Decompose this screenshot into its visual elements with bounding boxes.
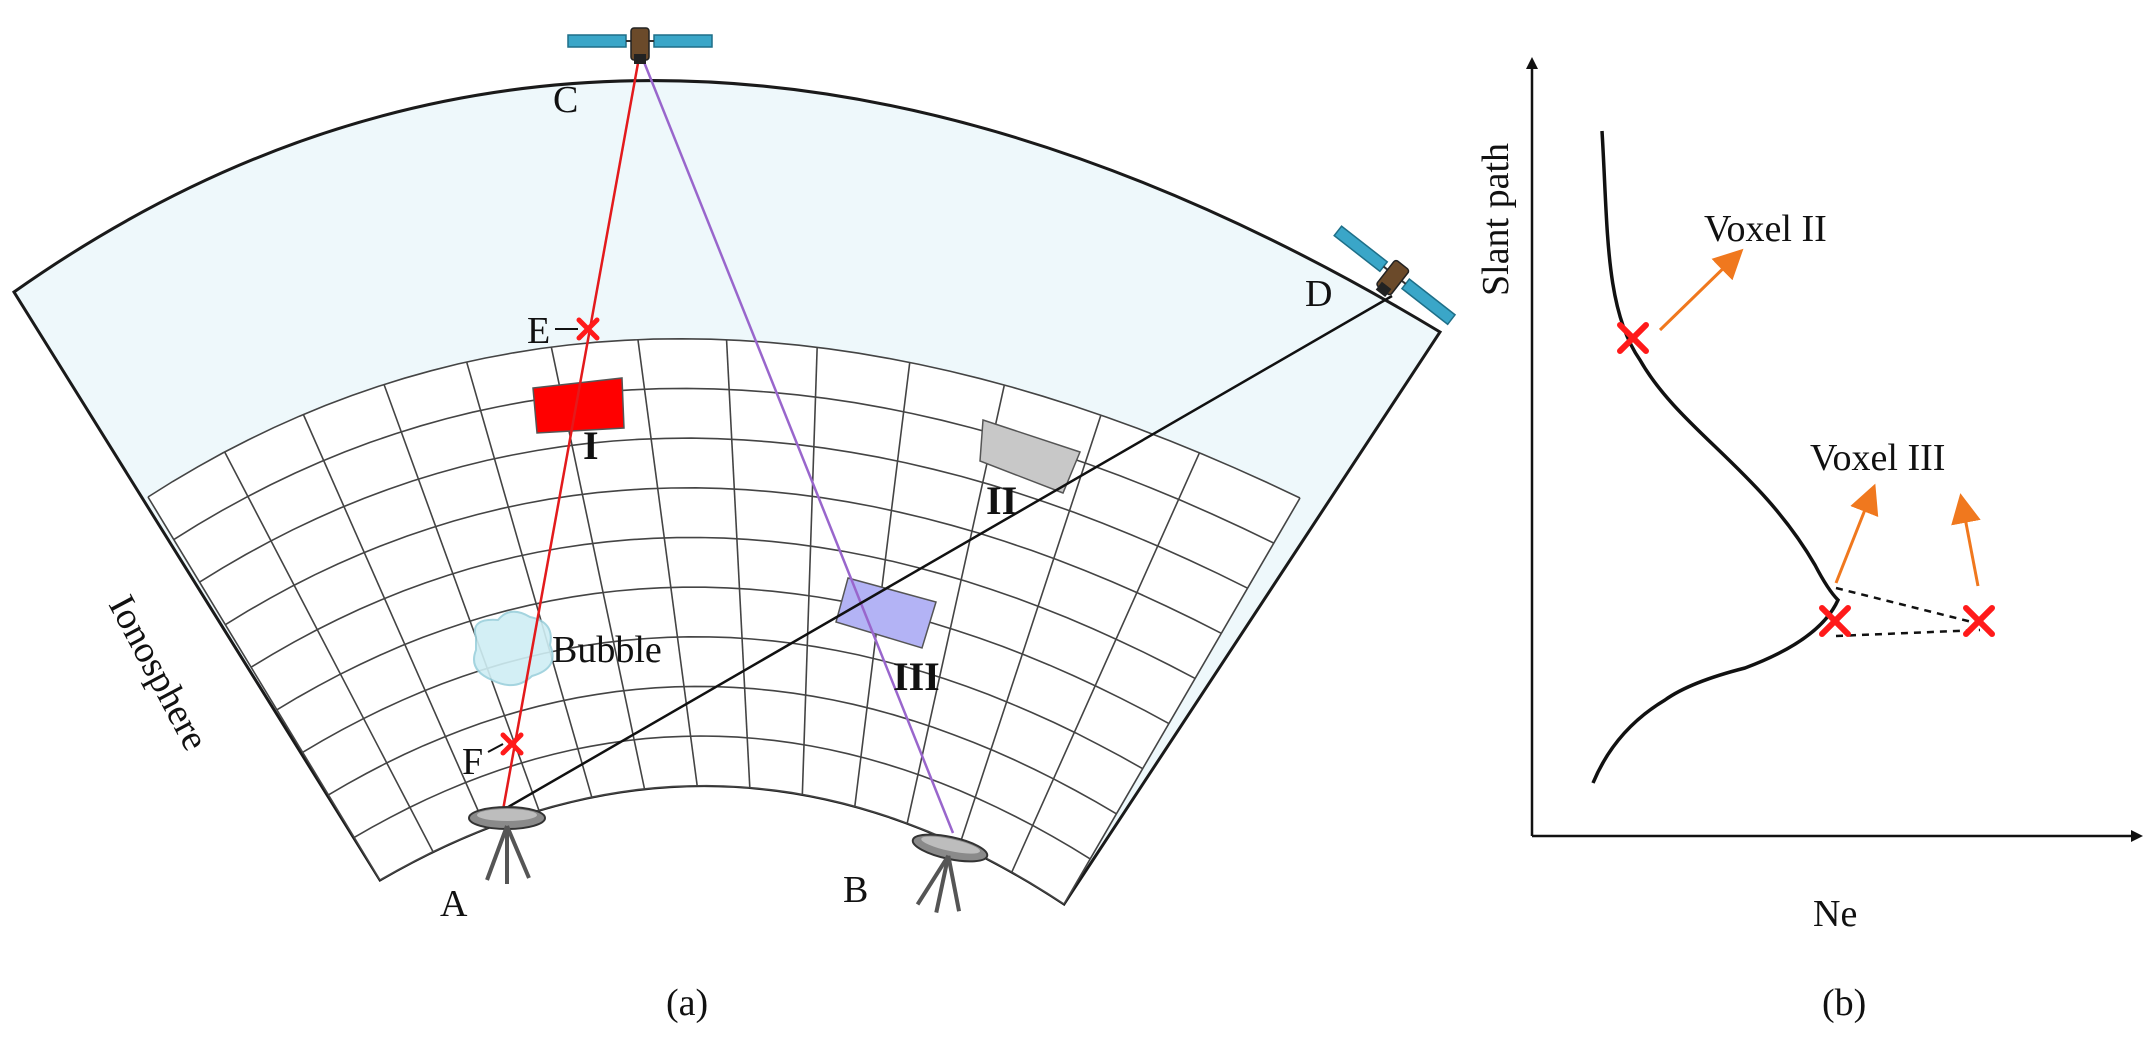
- voxel-I: [532, 377, 625, 434]
- grid-radial-line: [223, 451, 434, 853]
- satellite-D-icon: [1333, 225, 1457, 326]
- caption-b: (b): [1822, 982, 1866, 1024]
- voxel-label-I: I: [583, 423, 599, 468]
- grid-radial-line: [302, 414, 487, 829]
- caption-a: (a): [666, 982, 708, 1024]
- grid-arc: [302, 635, 1144, 770]
- point-label-F: F: [462, 741, 483, 783]
- grid-arc: [199, 437, 1248, 589]
- grid-radial-line: [1011, 452, 1201, 873]
- grid-radial-line: [637, 339, 698, 786]
- grid-radial-line: [465, 361, 593, 798]
- bubble-label: Bubble: [552, 629, 662, 671]
- arrow-voxel-III-b: [1951, 493, 1981, 587]
- grid-arc: [250, 536, 1196, 680]
- voxel-label-II: II: [986, 478, 1017, 523]
- marker-voxel-III-b: [1963, 605, 1995, 637]
- marker-F: [500, 732, 524, 756]
- grid-radial-line: [958, 414, 1102, 846]
- grid-radial-line: [801, 347, 818, 795]
- grid-arc: [353, 735, 1091, 860]
- receiver-B-icon: [911, 833, 989, 913]
- arrow-voxel-II: [1658, 248, 1744, 332]
- point-label-D: D: [1305, 273, 1332, 315]
- dashed-link-lower: [1835, 628, 1981, 638]
- grid-radial-line: [383, 384, 540, 811]
- voxel-III: [835, 577, 937, 649]
- grid-radial-line: [725, 339, 751, 788]
- x-axis-label: Ne: [1813, 893, 1857, 935]
- leader-F: [487, 743, 504, 753]
- annotation-voxel-III: Voxel III: [1810, 437, 1945, 479]
- annotation-voxel-II: Voxel II: [1704, 208, 1827, 250]
- plasma-bubble: [473, 610, 554, 687]
- panel-b: Voxel II Voxel III Slant path Ne (b): [1475, 57, 2143, 1024]
- point-label-A: A: [440, 883, 468, 925]
- grid-radial-line: [147, 496, 381, 881]
- point-label-C: C: [553, 79, 578, 121]
- grid-arc: [224, 486, 1222, 635]
- ionosphere-label: Ionosphere: [100, 589, 216, 758]
- marker-voxel-III-a: [1819, 605, 1851, 637]
- grid-arc: [276, 586, 1170, 725]
- panel-a: C D E F A B I II III Bubble Ionosphere (…: [11, 27, 1457, 1024]
- arrow-voxel-III-a: [1834, 483, 1879, 584]
- point-label-E: E: [527, 310, 550, 352]
- ray-A-C: [501, 51, 642, 811]
- dashed-link-upper: [1835, 586, 1981, 626]
- y-axis-label: Slant path: [1475, 143, 1517, 296]
- voxel-II: [979, 418, 1082, 494]
- satellite-C-icon: [567, 27, 713, 64]
- ray-B-C: [638, 51, 955, 834]
- marker-E: [576, 317, 600, 341]
- point-label-B: B: [843, 869, 868, 911]
- ray-A-D: [502, 294, 1393, 812]
- grid-radial-line: [1063, 497, 1301, 905]
- grid-radial-line: [854, 362, 911, 807]
- marker-voxel-II: [1617, 322, 1649, 354]
- receiver-A-icon: [468, 806, 546, 884]
- voxel-label-III: III: [893, 654, 940, 699]
